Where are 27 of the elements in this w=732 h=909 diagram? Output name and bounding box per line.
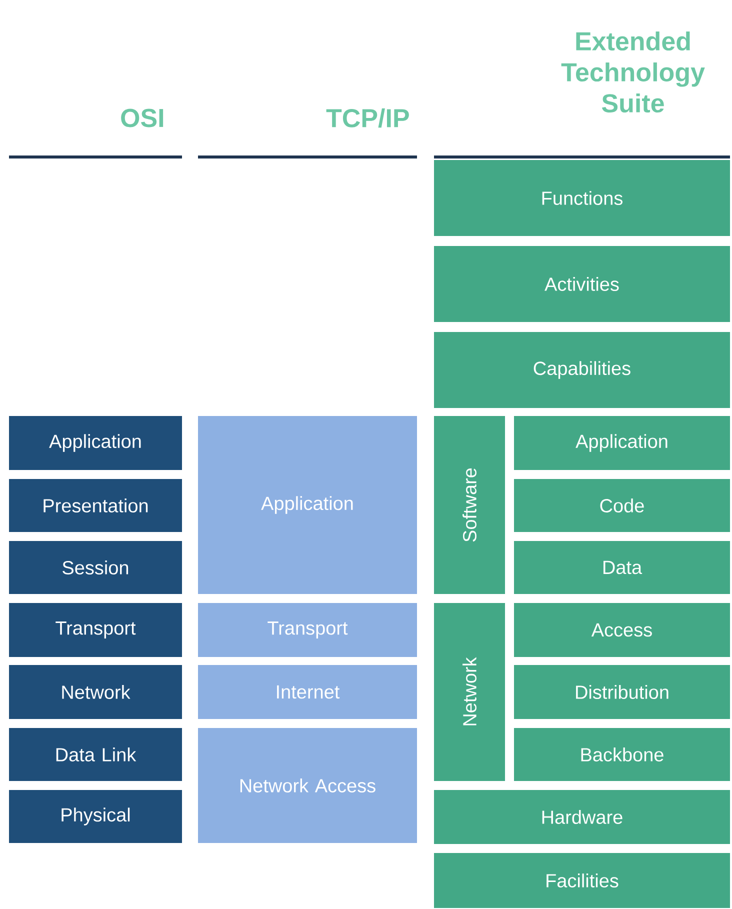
- layer-box: Application: [9, 416, 182, 470]
- layer-box: Data: [514, 541, 730, 594]
- layer-box: Functions: [434, 160, 730, 236]
- layer-box: Access: [514, 603, 730, 657]
- column-heading: OSI: [121, 108, 164, 128]
- layer-box: Internet: [198, 665, 417, 719]
- layer-box: Application: [198, 416, 417, 594]
- layer-box: Facilities: [434, 853, 730, 908]
- column-heading: TCP/IP: [326, 108, 409, 128]
- layer-box: Network Access: [198, 728, 417, 843]
- layer-box: Data Link: [9, 728, 182, 781]
- layer-box: Session: [9, 541, 182, 594]
- layer-box: Application: [514, 416, 730, 470]
- layer-box: Hardware: [434, 790, 730, 844]
- layer-box: Network: [434, 603, 505, 781]
- layer-box: Code: [514, 479, 730, 532]
- layer-box: Activities: [434, 246, 730, 322]
- layer-box: Transport: [9, 603, 182, 657]
- layer-box: Transport: [198, 603, 417, 657]
- layer-box: Software: [434, 416, 505, 594]
- layer-box: Backbone: [514, 728, 730, 781]
- column-heading: Extended Technology Suite: [561, 31, 705, 113]
- layer-box: Distribution: [514, 665, 730, 719]
- layer-box: Presentation: [9, 479, 182, 532]
- layer-box: Capabilities: [434, 332, 730, 408]
- layer-box: Physical: [9, 790, 182, 843]
- layer-box: Network: [9, 665, 182, 719]
